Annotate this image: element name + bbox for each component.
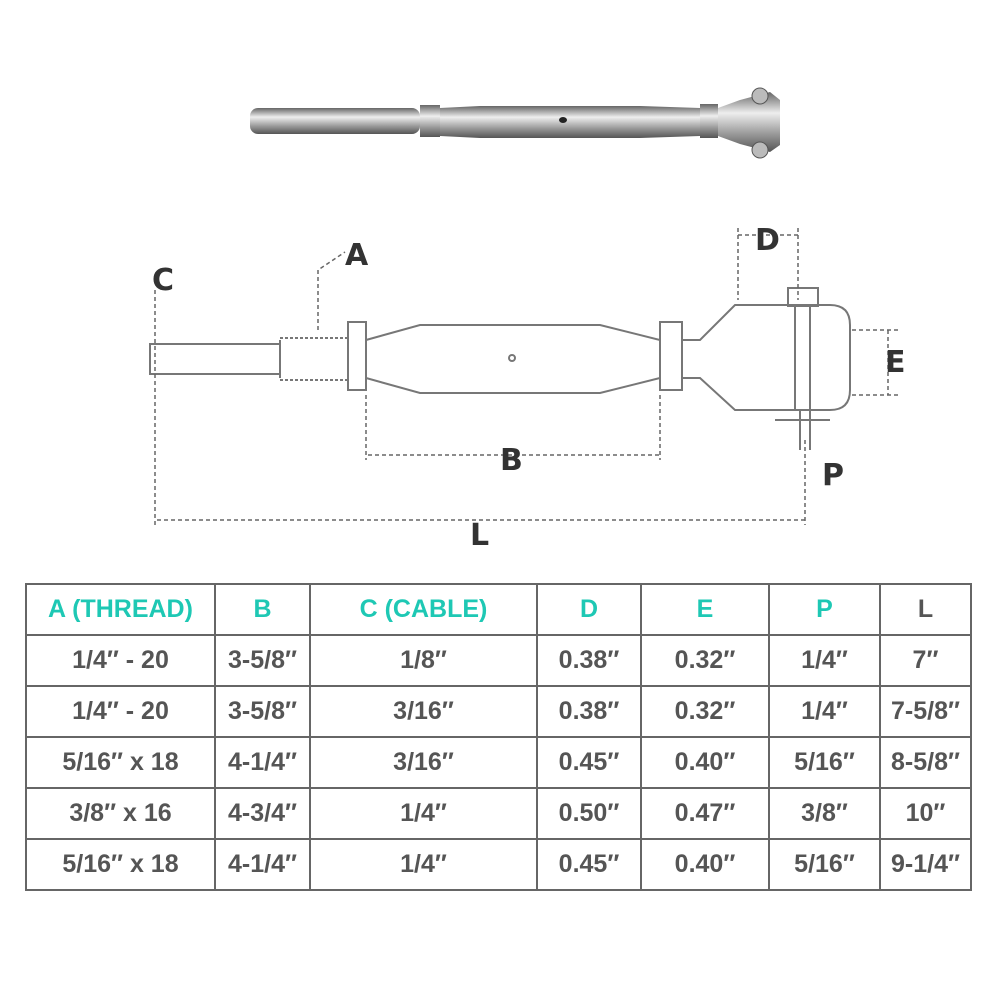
table-cell: 0.32″ bbox=[640, 634, 770, 687]
header-d: D bbox=[536, 583, 642, 636]
table-cell: 3-5/8″ bbox=[214, 685, 311, 738]
table-cell: 4-1/4″ bbox=[214, 736, 311, 789]
spec-table: A (THREAD) B C (CABLE) D E P L 1/4″ - 20… bbox=[25, 583, 972, 891]
table-cell: 5/16″ bbox=[768, 736, 881, 789]
table-cell: 1/4″ bbox=[309, 787, 538, 840]
table-header-row: A (THREAD) B C (CABLE) D E P L bbox=[25, 583, 972, 636]
table-cell: 0.45″ bbox=[536, 838, 642, 891]
table-cell: 1/4″ - 20 bbox=[25, 685, 216, 738]
table-cell: 9-1/4″ bbox=[879, 838, 972, 891]
table-cell: 0.45″ bbox=[536, 736, 642, 789]
table-cell: 1/4″ - 20 bbox=[25, 634, 216, 687]
table-cell: 3/16″ bbox=[309, 736, 538, 789]
table-cell: 1/4″ bbox=[309, 838, 538, 891]
table-cell: 4-1/4″ bbox=[214, 838, 311, 891]
table-cell: 0.38″ bbox=[536, 685, 642, 738]
label-p: P bbox=[822, 458, 844, 493]
table-cell: 0.50″ bbox=[536, 787, 642, 840]
table-cell: 10″ bbox=[879, 787, 972, 840]
table-cell: 1/4″ bbox=[768, 634, 881, 687]
header-b: B bbox=[214, 583, 311, 636]
table-cell: 1/8″ bbox=[309, 634, 538, 687]
table-cell: 3/16″ bbox=[309, 685, 538, 738]
header-e: E bbox=[640, 583, 770, 636]
header-p: P bbox=[768, 583, 881, 636]
dimension-diagram: A C B D E P L bbox=[149, 223, 906, 553]
table-cell: 3/8″ bbox=[768, 787, 881, 840]
header-a: A (THREAD) bbox=[25, 583, 216, 636]
label-e: E bbox=[885, 345, 906, 380]
table-cell: 7″ bbox=[879, 634, 972, 687]
table-cell: 1/4″ bbox=[768, 685, 881, 738]
table-cell: 0.32″ bbox=[640, 685, 770, 738]
table-cell: 5/16″ x 18 bbox=[25, 736, 216, 789]
table-cell: 5/16″ x 18 bbox=[25, 838, 216, 891]
table-cell: 8-5/8″ bbox=[879, 736, 972, 789]
label-c: C bbox=[152, 263, 174, 298]
turnbuckle-photo bbox=[250, 87, 780, 159]
label-d: D bbox=[755, 223, 780, 258]
header-c: C (CABLE) bbox=[309, 583, 538, 636]
table-cell: 0.40″ bbox=[640, 736, 770, 789]
label-l: L bbox=[470, 518, 489, 553]
table-cell: 0.38″ bbox=[536, 634, 642, 687]
label-a: A bbox=[345, 238, 369, 273]
table-cell: 0.47″ bbox=[640, 787, 770, 840]
table-cell: 3-5/8″ bbox=[214, 634, 311, 687]
header-l: L bbox=[879, 583, 972, 636]
table-cell: 3/8″ x 16 bbox=[25, 787, 216, 840]
label-b: B bbox=[500, 443, 523, 478]
table-cell: 5/16″ bbox=[768, 838, 881, 891]
table-cell: 0.40″ bbox=[640, 838, 770, 891]
table-cell: 4-3/4″ bbox=[214, 787, 311, 840]
table-cell: 7-5/8″ bbox=[879, 685, 972, 738]
